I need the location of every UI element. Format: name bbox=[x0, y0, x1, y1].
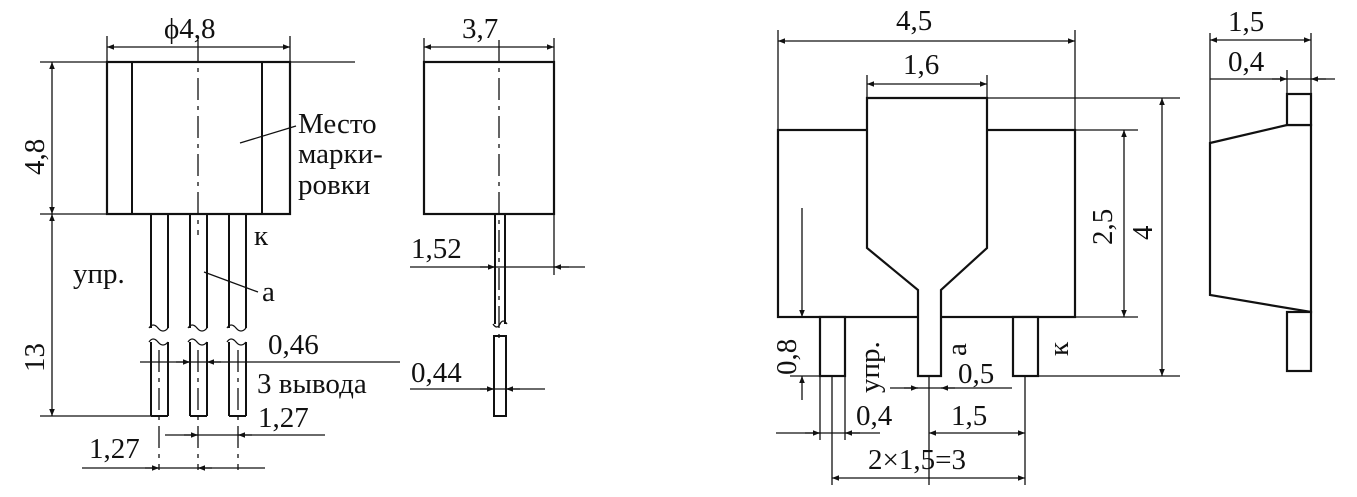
dim-lead-width-right: 0,4 bbox=[856, 400, 893, 432]
leads-count-label: 3 вывода bbox=[257, 368, 367, 400]
dim-pitch-left: 1,27 bbox=[89, 433, 140, 465]
label-cathode-right: к bbox=[1043, 341, 1075, 356]
label-marking-line3: ровки bbox=[298, 169, 370, 201]
dim-lead-small: 0,5 bbox=[958, 358, 994, 390]
label-gate-right: упр. bbox=[854, 341, 886, 393]
front-view-flat-package: 4,5 1,6 2,5 4 0,8 0,4 0,5 bbox=[771, 5, 1180, 485]
dim-pitch-total: 2×1,5=3 bbox=[868, 444, 966, 476]
dim-lead-width: 0,46 bbox=[268, 329, 319, 361]
leads bbox=[148, 214, 247, 470]
dim-total-height: 4 bbox=[1127, 225, 1159, 240]
label-anode-right: а bbox=[941, 343, 973, 356]
dim-total-width: 4,5 bbox=[896, 5, 932, 37]
label-marking-line2: марки- bbox=[298, 138, 383, 170]
label-marking-line1: Место bbox=[298, 108, 377, 140]
dim-side-offset: 1,52 bbox=[411, 233, 462, 265]
label-anode: а bbox=[262, 276, 275, 308]
dim-side-thickness: 0,44 bbox=[411, 357, 462, 389]
dim-body-height: 2,5 bbox=[1087, 209, 1119, 245]
dim-profile-width: 1,5 bbox=[1228, 6, 1264, 38]
dim-tab-width: 1,6 bbox=[903, 49, 939, 81]
label-gate: упр. bbox=[73, 258, 125, 290]
front-view-round-package: ϕ4,8 4,8 13 1,27 1,27 0,46 3 вывода Мест… bbox=[19, 13, 400, 471]
dim-lead-height: 0,8 bbox=[771, 339, 803, 375]
dim-pitch: 1,5 bbox=[951, 400, 987, 432]
dim-pitch-right: 1,27 bbox=[258, 402, 309, 434]
side-view: 3,7 1,52 0,44 bbox=[410, 13, 585, 417]
label-cathode: к bbox=[254, 220, 269, 252]
profile-view: 1,5 0,4 bbox=[1208, 6, 1335, 373]
dim-lead-length: 13 bbox=[19, 343, 51, 372]
dim-side-width: 3,7 bbox=[462, 13, 498, 45]
dim-profile-tab: 0,4 bbox=[1228, 46, 1265, 78]
dim-diameter: ϕ4,8 bbox=[164, 13, 216, 45]
dim-height: 4,8 bbox=[19, 139, 51, 175]
